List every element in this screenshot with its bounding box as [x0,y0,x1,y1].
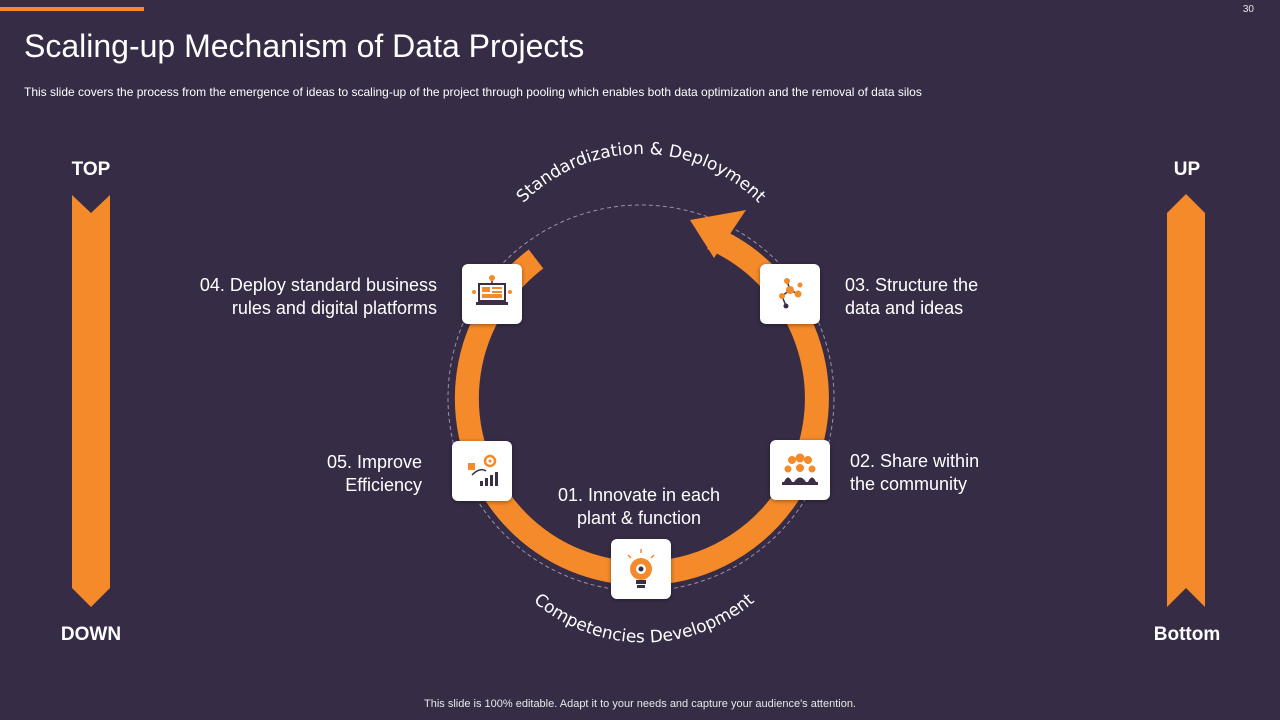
step-02-line1: 02. Share within [850,451,980,471]
cycle-arrowhead [690,210,746,258]
left-bottom-label: DOWN [60,624,122,645]
data-network-icon [779,278,803,309]
lightbulb-gear-icon [627,549,655,588]
right-top-label: UP [1173,159,1201,180]
step-05-line1: 05. Improve [326,452,422,472]
step-01-icon-box [611,539,671,599]
left-down-arrow [72,195,110,607]
step-04-text: 04. Deploy standard business rules and d… [160,274,437,320]
step-05-icon-box [452,441,512,501]
step-03-icon-box [760,264,820,324]
step-03-line2: data and ideas [845,298,964,318]
step-02-line2: the community [850,474,968,494]
digital-platform-icon [472,275,512,305]
step-04-line1: 04. Deploy standard business [199,275,437,295]
step-01-line1: 01. Innovate in each [557,485,721,505]
step-05-text: 05. Improve Efficiency [272,451,422,497]
left-top-label: TOP [71,159,111,180]
dashed-outer-ring [447,204,835,592]
right-up-arrow [1167,194,1205,607]
step-01-text: 01. Innovate in each plant & function [538,484,740,530]
step-02-text: 02. Share within the community [850,450,1050,496]
step-03-line1: 03. Structure the [845,275,979,295]
right-bottom-label: Bottom [1153,624,1221,645]
step-04-icon-box [462,264,522,324]
step-04-line2: rules and digital platforms [231,298,437,318]
slide-footer: This slide is 100% editable. Adapt it to… [424,698,856,710]
community-group-icon [782,453,818,485]
step-03-text: 03. Structure the data and ideas [845,274,1045,320]
page-number: 30 [1242,4,1254,15]
step-05-line2: Efficiency [345,475,422,495]
slide-title: Scaling-up Mechanism of Data Projects [24,28,585,64]
slide-subtitle: This slide covers the process from the e… [24,85,922,99]
step-02-icon-box [770,440,830,500]
top-accent-bar [0,7,144,11]
efficiency-chart-icon [468,454,498,486]
arc-label-top: Standardization & Deployment [513,139,770,207]
step-01-line2: plant & function [576,508,702,528]
